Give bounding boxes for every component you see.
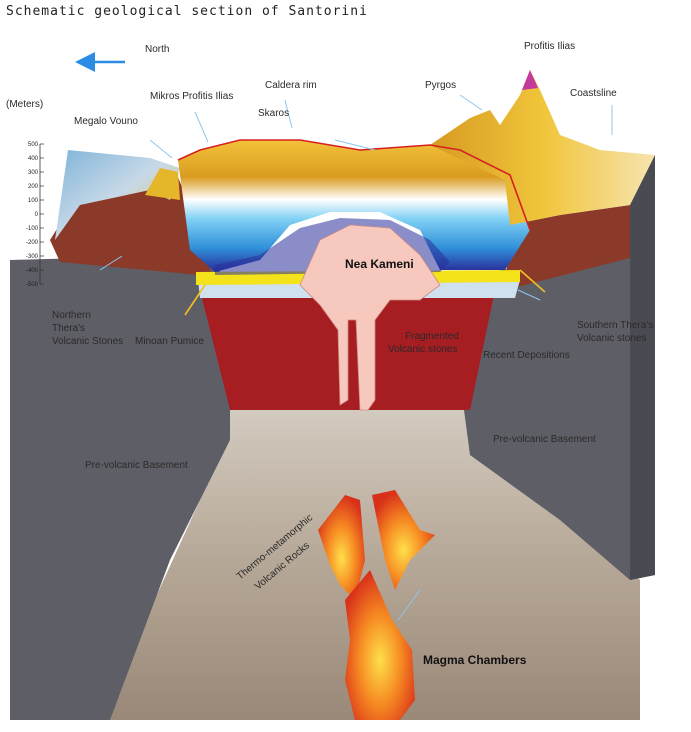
- axis-tick-label: 100: [28, 198, 39, 204]
- profitis-ilias-label: Profitis Ilias: [524, 41, 575, 52]
- leader-arrows: [184, 269, 546, 316]
- mikros-profitis-ilias-label: Mikros Profitis Ilias: [150, 91, 233, 102]
- axis-tick-label: -300: [26, 254, 39, 260]
- axis-tick-label: 300: [28, 170, 39, 176]
- magma-chambers-label: Magma Chambers: [423, 653, 527, 667]
- axis-tick-label: -200: [26, 240, 39, 246]
- megalo-vouno-peak: [145, 168, 180, 200]
- recent-depositions-label: Recent Depositions: [483, 350, 570, 361]
- megalo-vouno-label: Megalo Vouno: [74, 116, 138, 127]
- axis-tick-label: 400: [28, 156, 39, 162]
- prevolcanic-left-label: Pre-volcanic Basement: [85, 460, 188, 471]
- axis-tick-label: -500: [26, 282, 39, 288]
- northern-thera-label-3: Volcanic Stones: [52, 336, 123, 347]
- fragmented-label-1: Fragmented: [405, 331, 459, 342]
- magma-chamber-left: [318, 495, 365, 600]
- southern-thera-label-1: Southern Thera's: [577, 320, 653, 331]
- northern-land-surface: [55, 150, 180, 240]
- minoan-pumice-label: Minoan Pumice: [135, 336, 204, 347]
- pyrgos-label: Pyrgos: [425, 80, 456, 91]
- page-title: Schematic geological section of Santorin…: [6, 4, 368, 19]
- axis-tick-label: -400: [26, 268, 39, 274]
- northern-thera-label-1: Northern: [52, 310, 91, 321]
- profitis-ilias-peak: [522, 70, 538, 90]
- southern-volcanic-layer: [505, 205, 630, 290]
- southern-land-surface: [430, 70, 655, 225]
- right-basement: [460, 250, 655, 580]
- magma-chamber-lower: [345, 570, 415, 720]
- nea-kameni-dome: [299, 224, 441, 411]
- axis-tick-label: -100: [26, 226, 39, 232]
- skaros-label: Skaros: [258, 108, 289, 119]
- right-side-face: [630, 155, 655, 580]
- elevation-axis: 500 400 300 200 100 0 -100 -200 -300 -400 -500: [26, 142, 44, 288]
- coastline-label: Coastsline: [570, 88, 617, 99]
- north-label: North: [145, 44, 169, 55]
- leader-lines: [99, 94, 613, 621]
- left-basement: [10, 255, 230, 720]
- magma-chamber-right: [372, 490, 435, 590]
- southern-thera-label-2: Volcanic stones: [577, 333, 647, 344]
- fragmented-label-2: Volcanic stones: [388, 344, 458, 355]
- meters-label: (Meters): [6, 99, 43, 110]
- caldera-cliffs: [178, 140, 530, 272]
- axis-tick-label: 500: [28, 142, 39, 148]
- axis-tick-label: 200: [28, 184, 39, 190]
- axis-tick-label: 0: [35, 212, 39, 218]
- prevolcanic-right-label: Pre-volcanic Basement: [493, 434, 596, 445]
- caldera-rim-line: [177, 139, 531, 231]
- caldera-rim-label: Caldera rim: [265, 80, 317, 91]
- nea-kameni-label: Nea Kameni: [345, 257, 414, 271]
- northern-thera-label-2: Thera's: [52, 323, 85, 334]
